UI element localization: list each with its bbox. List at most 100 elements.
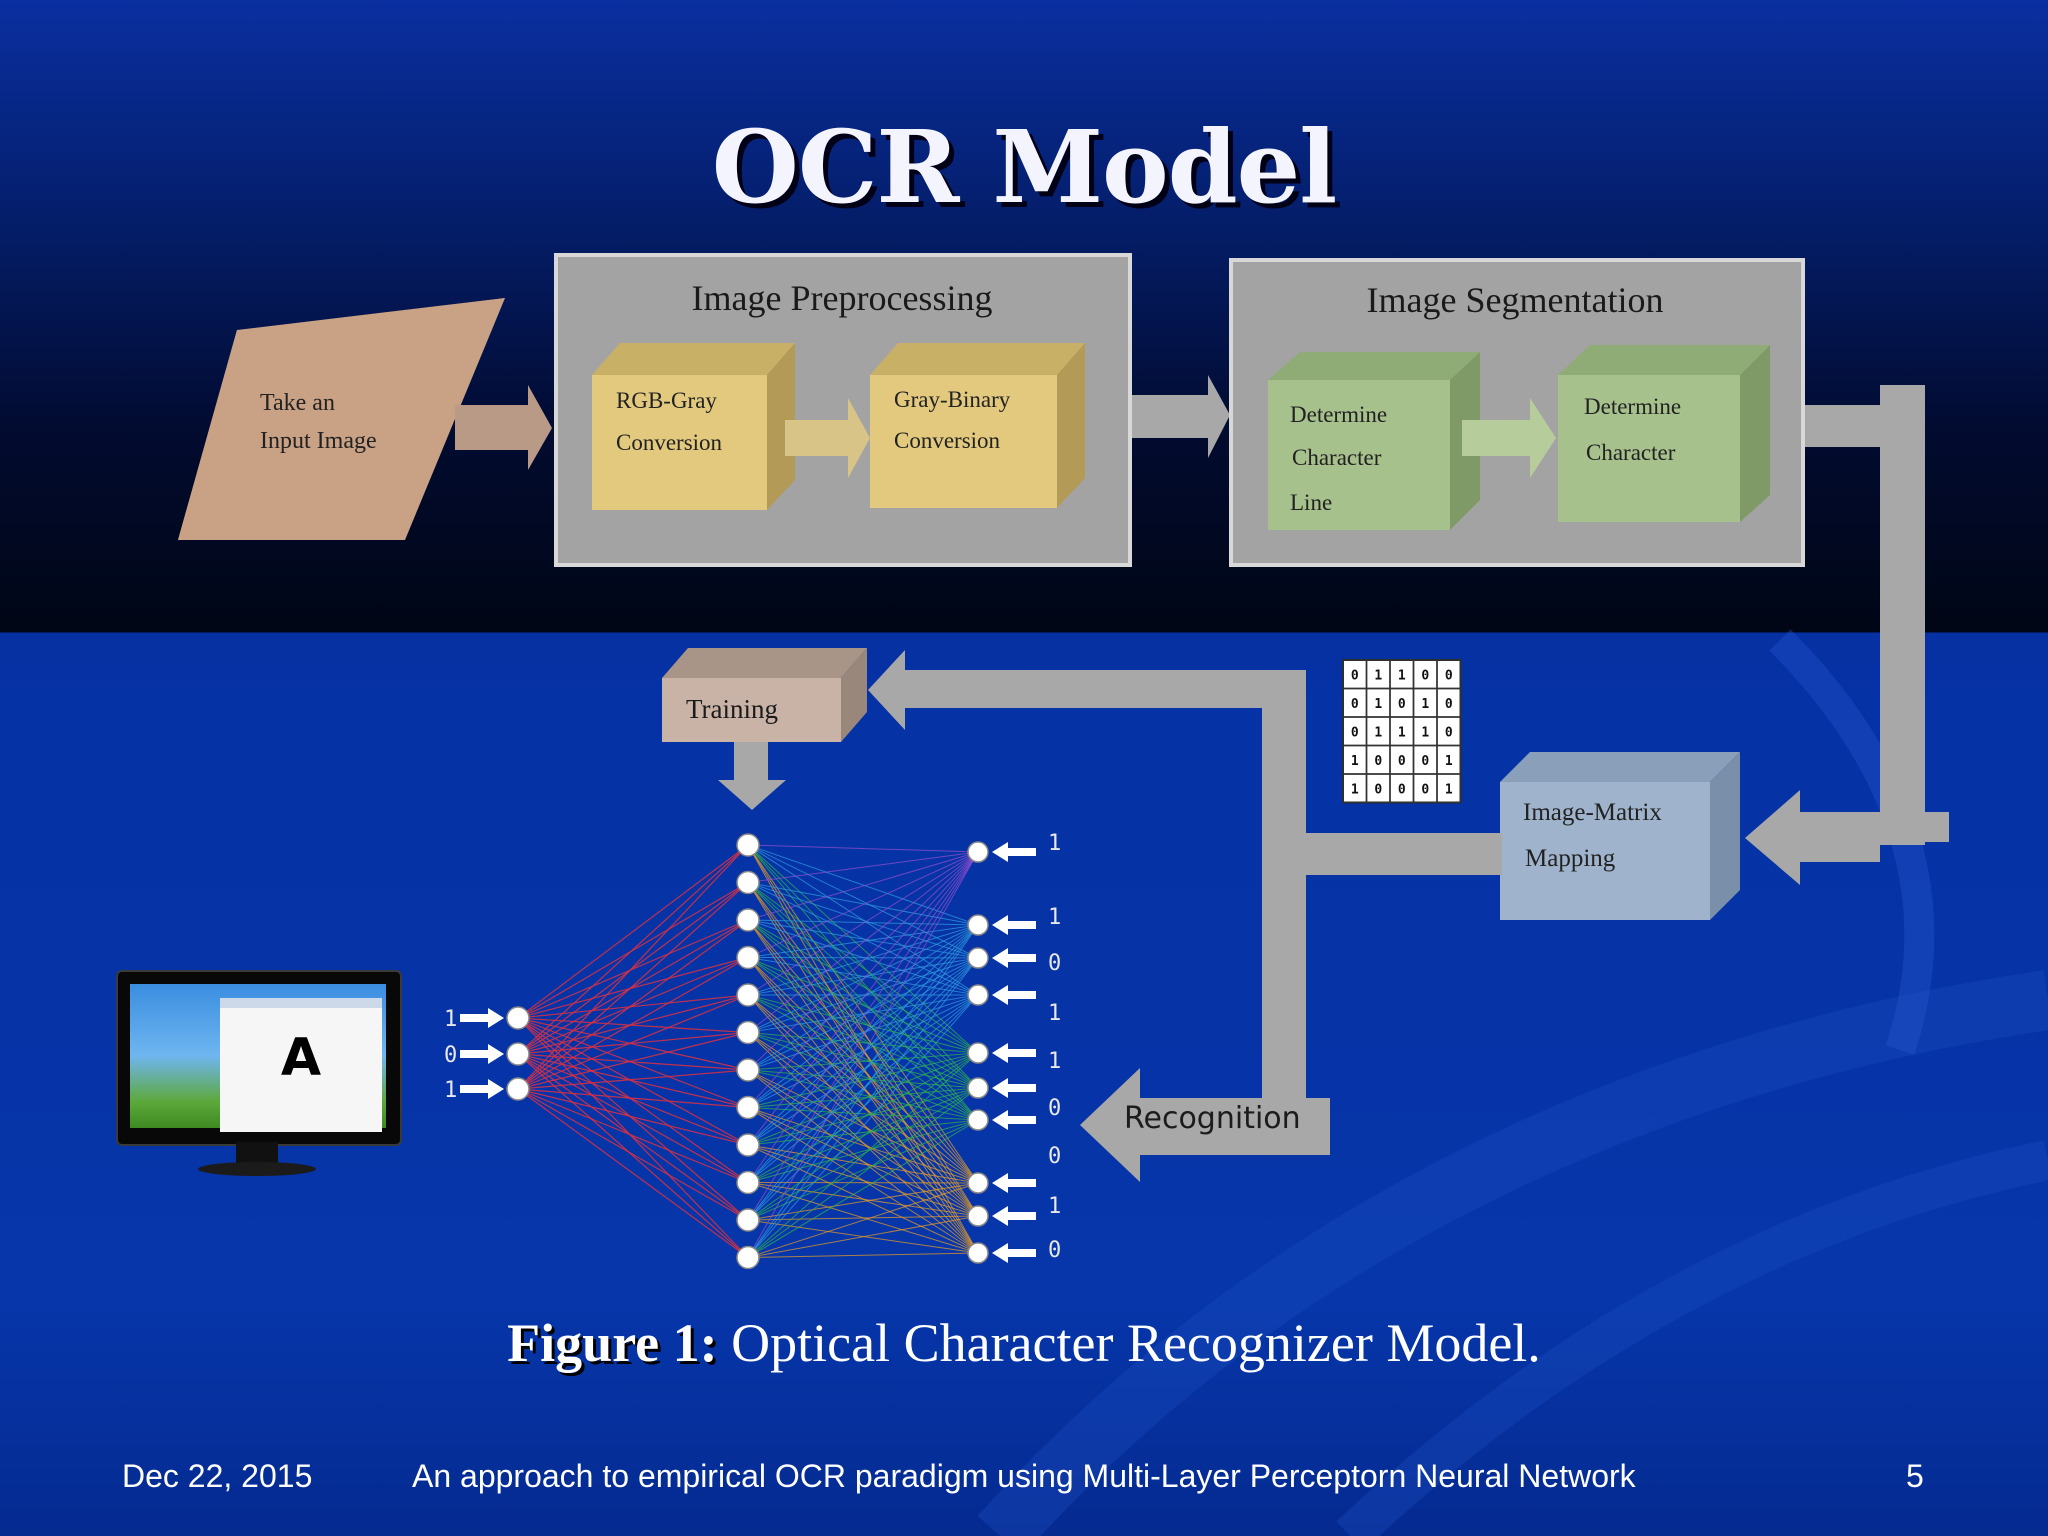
hidden-node <box>736 1208 760 1232</box>
hidden-output-link <box>747 1052 979 1071</box>
output-bit: 1 <box>1048 1001 1061 1026</box>
output-bit: 1 <box>1048 905 1061 930</box>
matrix-value: 0 <box>1421 782 1429 797</box>
matrix-value: 1 <box>1398 725 1406 740</box>
hidden-output-link <box>747 1252 979 1258</box>
matrix-value: 0 <box>1398 754 1406 769</box>
rgb-gray-line2: Conversion <box>616 430 723 455</box>
hidden-output-link <box>747 1069 979 1121</box>
monitor-icon: A <box>116 970 402 1180</box>
hidden-output-link <box>747 1052 979 1258</box>
hidden-output-link <box>747 957 979 1054</box>
input-node <box>506 1042 530 1066</box>
slide-title: OCR Model <box>711 108 1338 226</box>
matrix-value: 0 <box>1351 697 1359 712</box>
gray-binary-cube: Gray-Binary Conversion <box>870 343 1085 508</box>
seg-step1-line1: Determine <box>1290 402 1387 427</box>
hidden-output-link <box>747 1182 979 1258</box>
output-arrow <box>992 985 1036 1005</box>
hidden-output-link <box>747 1107 979 1121</box>
hidden-output-link <box>747 882 979 1089</box>
hidden-node <box>736 1020 760 1045</box>
matrix-value: 0 <box>1351 668 1359 683</box>
output-node <box>967 841 989 863</box>
segmentation-title: Image Segmentation <box>1367 280 1664 320</box>
hidden-output-link <box>747 919 979 926</box>
input-bit: 0 <box>444 1043 457 1068</box>
footer-date: Dec 22, 2015 <box>122 1458 313 1494</box>
hidden-output-link <box>747 957 979 1089</box>
input-image-block: Take an Input Image <box>178 298 505 540</box>
hidden-output-link <box>747 1119 979 1258</box>
output-node <box>967 1205 989 1227</box>
hidden-output-link <box>747 1052 979 1183</box>
hidden-output-link <box>747 844 979 926</box>
output-bit: 1 <box>1048 831 1061 856</box>
input-hidden-link <box>517 882 749 1090</box>
hidden-output-link <box>747 994 979 1054</box>
gray-binary-line1: Gray-Binary <box>894 387 1011 412</box>
input-hidden-link <box>517 919 749 1019</box>
determine-line-cube: Determine Character Line <box>1268 352 1480 530</box>
hidden-output-link <box>747 1069 979 1217</box>
hidden-output-link <box>747 957 979 1258</box>
monitor-base <box>198 1162 316 1176</box>
input-hidden-link <box>517 1088 749 1221</box>
hidden-output-link <box>747 957 979 1033</box>
output-bit: 1 <box>1048 1194 1061 1219</box>
matrix-value: 1 <box>1421 697 1429 712</box>
matrix-value: 1 <box>1374 697 1382 712</box>
hidden-output-link <box>747 882 979 959</box>
output-node <box>967 1172 989 1194</box>
matrix-value: 0 <box>1398 782 1406 797</box>
seg-step1-line2: Character <box>1292 445 1382 470</box>
hidden-output-link <box>747 1032 979 1217</box>
hidden-output-link <box>747 851 979 921</box>
hidden-output-link <box>747 957 979 959</box>
input-hidden-link <box>517 1017 749 1109</box>
output-node <box>967 984 989 1006</box>
hidden-output-link <box>747 957 979 1217</box>
hidden-output-link <box>747 851 979 1108</box>
input-hidden-link <box>517 1053 749 1109</box>
matrix-value: 1 <box>1374 725 1382 740</box>
hidden-output-link <box>747 957 979 996</box>
hidden-output-link <box>747 851 979 1221</box>
input-hidden-link <box>517 844 749 1090</box>
image-matrix-mapping-cube: Image-Matrix Mapping <box>1500 752 1740 920</box>
input-hidden-link <box>517 1053 749 1258</box>
matrix-value: 0 <box>1445 668 1453 683</box>
neural-network-nodes <box>506 833 989 1270</box>
output-node <box>967 914 989 936</box>
hidden-output-link <box>747 1182 979 1184</box>
hidden-output-link <box>747 924 979 1221</box>
input-hidden-link <box>517 994 749 1090</box>
input-hidden-link <box>517 1088 749 1184</box>
training-cube: Training <box>662 648 867 742</box>
matrix-value: 1 <box>1421 725 1429 740</box>
hidden-output-link <box>747 851 979 1258</box>
input-node <box>506 1077 530 1101</box>
hidden-output-link <box>747 1032 979 1121</box>
output-node <box>967 1042 989 1064</box>
input-hidden-link <box>517 844 749 1019</box>
matrix-value: 0 <box>1445 725 1453 740</box>
output-bit: 0 <box>1048 951 1061 976</box>
input-hidden-link <box>517 1088 749 1258</box>
matrix-value: 0 <box>1421 668 1429 683</box>
arrow-preprocessing-to-segmentation <box>1132 375 1230 458</box>
matrix-value: 1 <box>1398 668 1406 683</box>
determine-character-cube: Determine Character <box>1558 345 1770 522</box>
hidden-node <box>736 1245 760 1270</box>
input-bit: 1 <box>444 1007 457 1032</box>
input-hidden-link <box>517 1053 749 1221</box>
hidden-node <box>736 983 760 1007</box>
monitor-bezel: A <box>116 970 402 1146</box>
hidden-output-link <box>747 924 979 996</box>
input-hidden-link <box>517 994 749 1019</box>
output-arrow <box>992 1206 1036 1226</box>
output-arrow <box>992 1173 1036 1193</box>
hidden-output-link <box>747 1087 979 1108</box>
hidden-node <box>736 1170 760 1195</box>
